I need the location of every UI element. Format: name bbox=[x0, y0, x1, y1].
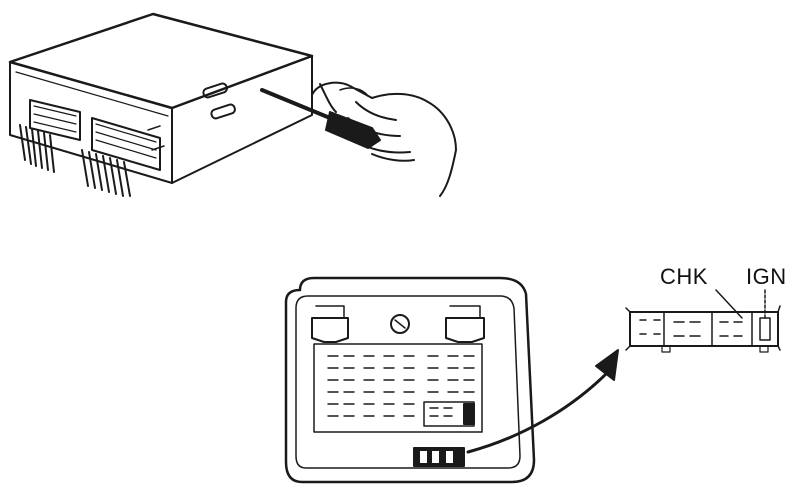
fuse-box-clip bbox=[311, 317, 349, 343]
chk-leader-line bbox=[715, 289, 743, 319]
ecu-connector-left bbox=[19, 99, 81, 173]
ecu-side-slot bbox=[202, 82, 228, 99]
screwdriver-shaft bbox=[260, 88, 332, 120]
fuse-box bbox=[284, 276, 536, 484]
fuse-rows bbox=[327, 355, 475, 417]
chk-label: CHK bbox=[660, 264, 708, 289]
ecu-side-slot bbox=[210, 103, 236, 120]
fuse-box-clip bbox=[445, 317, 485, 343]
check-connector-detail bbox=[625, 289, 781, 353]
pointer-arrow bbox=[466, 349, 619, 454]
fuse-box-screw bbox=[390, 314, 410, 334]
ign-label: IGN bbox=[746, 264, 787, 289]
hand-outline bbox=[311, 81, 457, 197]
fuse-box-outer bbox=[284, 276, 536, 484]
ign-terminal bbox=[759, 317, 771, 341]
fuse-box-inner bbox=[295, 295, 521, 469]
check-connector-in-box bbox=[413, 447, 465, 467]
ecu-unit bbox=[8, 12, 314, 197]
hand-with-screwdriver bbox=[260, 81, 457, 197]
ecu-connector-right bbox=[81, 117, 161, 197]
connector-body bbox=[629, 311, 779, 347]
ecu-side-face bbox=[171, 55, 313, 184]
screwdriver-handle bbox=[325, 111, 381, 149]
fuse-panel bbox=[313, 343, 483, 433]
